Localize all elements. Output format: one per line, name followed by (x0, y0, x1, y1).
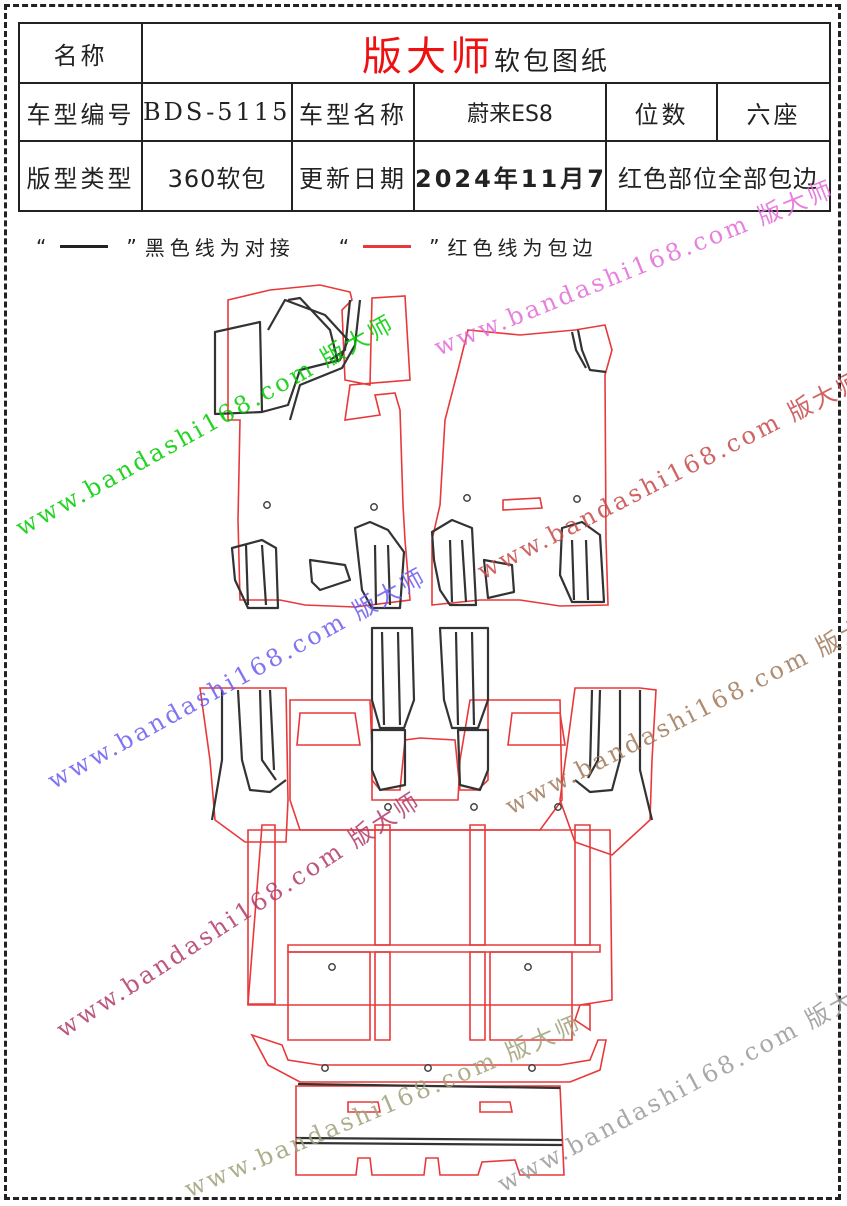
name-label: 名称 (18, 22, 143, 84)
pocket-2b (373, 544, 392, 606)
doc-title: 软包图纸 (494, 47, 611, 77)
pocket-5 (482, 558, 516, 600)
black-seams (210, 296, 654, 1147)
side-seam-r3 (587, 689, 602, 779)
model-name: 蔚来ES8 (413, 82, 607, 142)
tunnel-seam-lb (380, 631, 402, 726)
hole (328, 963, 336, 971)
pocket-2 (353, 520, 406, 610)
grid-box-right (489, 951, 573, 1041)
red-edges (199, 284, 657, 1176)
grid-slot-2 (374, 824, 391, 946)
type-label: 版型类型 (18, 140, 143, 212)
tunnel-low-l (370, 728, 407, 792)
piece-front-right (431, 324, 613, 607)
legend-quote-open-2: “ (338, 234, 350, 259)
edge-note: 红色部位全部包边 (604, 140, 832, 212)
pocket-4b (448, 539, 468, 603)
date-value: 2024年11月7日 (413, 140, 607, 212)
date-label: 更新日期 (291, 140, 415, 212)
pocket-6 (558, 520, 606, 604)
piece-second-left (199, 687, 289, 843)
side-seam-l3 (258, 689, 277, 781)
trunk-slot-1 (347, 1101, 381, 1113)
hole (424, 1064, 432, 1072)
piece-trunk (295, 1085, 565, 1176)
seam-fl-3 (287, 296, 340, 363)
rear-seam-2 (295, 1141, 563, 1147)
pocket-1b (244, 544, 268, 606)
side-seam-r4 (588, 689, 594, 771)
pocket-6b (570, 539, 590, 601)
model-name-label: 车型名称 (291, 82, 415, 142)
rear-seam-1 (297, 1082, 561, 1090)
grid-slot-1 (247, 824, 276, 1005)
tunnel-seam-l (370, 626, 416, 730)
legend-quote-close-2: ” (429, 234, 440, 259)
seats-value: 六座 (715, 82, 832, 142)
hole (470, 803, 478, 811)
pocket-3 (308, 558, 352, 592)
seam-fr-2 (570, 331, 587, 369)
side-seam-l4 (268, 689, 276, 771)
hole (573, 495, 581, 503)
grid-slot-6 (469, 951, 486, 1041)
hole (528, 1064, 536, 1072)
side-seam-l1 (210, 690, 224, 821)
model-code-label: 车型编号 (18, 82, 143, 142)
seats-label: 位数 (605, 82, 718, 142)
page-border (4, 4, 841, 1200)
hole (370, 503, 378, 511)
grid-slot-3 (469, 824, 486, 946)
hole (524, 963, 532, 971)
side-seam-r2 (574, 690, 622, 794)
info-table: 名称 版大师软包图纸 车型编号 BDS-5115R 车型名称 蔚来ES8 位数 … (18, 22, 832, 212)
floor-grid-outer (247, 829, 613, 1032)
seam-fl-5 (329, 299, 352, 361)
legend: “ ” 黑色线为对接 “ ” 红色线为包边 (36, 232, 598, 261)
hole (384, 803, 392, 811)
type-value: 360软包 (141, 140, 293, 212)
tunnel-low-r (456, 728, 490, 792)
pocket-4 (430, 518, 478, 607)
side-seam-r1 (638, 690, 654, 821)
legend-black-text: 黑色线为对接 (144, 236, 295, 260)
legend-red-text: 红色线为包边 (447, 236, 598, 260)
grid-hbar (287, 944, 601, 953)
slot-front (502, 497, 543, 511)
hole (321, 1064, 329, 1072)
piece-rear (250, 1033, 607, 1083)
black-line-swatch (60, 245, 109, 248)
grid-slot-5 (374, 951, 391, 1041)
piece-second-right (559, 687, 657, 856)
side-seam-l2 (236, 689, 287, 794)
brand-title: 版大师 (362, 34, 494, 80)
hole (554, 803, 562, 811)
trunk-slot-2 (479, 1101, 513, 1113)
legend-quote-open: “ (36, 234, 47, 259)
tunnel-seam-r (438, 626, 490, 730)
window-left (296, 712, 361, 746)
title-cell: 版大师软包图纸 (140, 22, 832, 84)
model-code: BDS-5115R (141, 82, 293, 142)
window-right (507, 712, 566, 746)
seam-fl-4 (288, 299, 362, 421)
pocket-1 (230, 538, 280, 610)
legend-quote-close: ” (126, 234, 137, 259)
hole (463, 494, 471, 502)
tunnel-left (371, 700, 489, 791)
tunnel-seam-rb (454, 631, 476, 726)
piece-front-left (227, 284, 411, 608)
rear-seam-3 (295, 1136, 563, 1142)
grid-box-left (287, 951, 371, 1041)
red-line-swatch (363, 245, 412, 248)
hole (263, 501, 271, 509)
holes (263, 494, 581, 1072)
seam-fr-1 (576, 329, 607, 374)
